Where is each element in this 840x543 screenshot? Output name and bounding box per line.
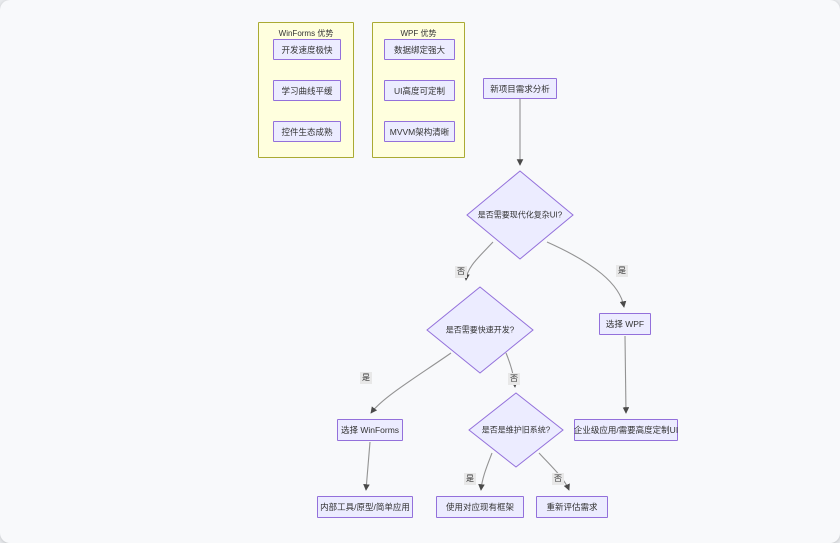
decision-modern-ui-label: 是否需要现代化复杂UI? [477,210,563,220]
edge-label-d2-yes: 是 [360,372,372,384]
node-keep-existing-framework: 使用对应现有框架 [436,496,524,518]
node-choose-winforms: 选择 WinForms [337,419,403,441]
decision-legacy-shape [468,392,564,468]
edge-label-d3-yes: 是 [464,473,476,485]
subgraph-winforms-title: WinForms 优势 [278,29,334,38]
node-winforms-use-case: 内部工具/原型/简单应用 [317,496,413,518]
decision-rapid-dev-label: 是否需要快速开发? [445,325,515,335]
subgraph-winforms-advantages: WinForms 优势 开发速度极快 学习曲线平缓 控件生态成熟 [258,22,354,158]
node-winforms-adv-learning: 学习曲线平缓 [273,80,341,101]
decision-modern-ui-shape [466,170,574,260]
edge-wpf-to-use [622,335,630,414]
edge-d2-yes-to-winforms [370,352,452,414]
edge-label-d1-yes: 是 [616,265,628,277]
node-winforms-adv-speed: 开发速度极快 [273,39,341,60]
edge-label-d2-no: 否 [508,373,520,385]
subgraph-wpf-advantages: WPF 优势 数据绑定强大 UI高度可定制 MVVM架构清晰 [372,22,465,158]
decision-legacy-label: 是否是维护旧系统? [481,425,551,435]
node-reevaluate: 重新评估需求 [536,496,608,518]
edge-label-d1-no: 否 [455,266,467,278]
subgraph-wpf-title: WPF 优势 [400,29,437,38]
edge-label-d3-no: 否 [552,473,564,485]
node-choose-wpf: 选择 WPF [599,313,651,335]
node-wpf-adv-customization: UI高度可定制 [384,80,455,101]
edge-d3-no-to-reevaluate [538,452,570,491]
edge-d3-yes-to-keep [478,452,493,491]
node-start: 新项目需求分析 [483,78,557,99]
edge-winforms-to-use [363,441,371,491]
node-wpf-use-case: 企业级应用/需要高度定制UI [574,419,678,441]
decision-rapid-dev-shape [426,286,534,374]
edge-d1-no-to-d2 [463,241,494,281]
node-wpf-adv-mvvm: MVVM架构清晰 [384,121,455,142]
node-wpf-adv-binding: 数据绑定强大 [384,39,455,60]
edge-d1-yes-to-wpf [546,241,627,308]
node-winforms-adv-ecosystem: 控件生态成熟 [273,121,341,142]
